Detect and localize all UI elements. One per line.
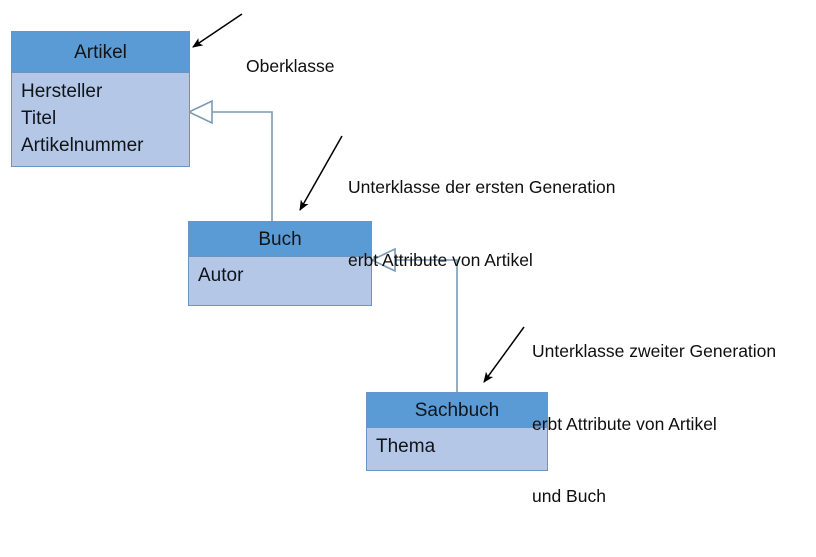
annotation-line: Unterklasse der ersten Generation — [348, 177, 616, 198]
attribute-row: Titel — [21, 108, 57, 130]
attribute-row: Thema — [376, 436, 436, 457]
class-name-sachbuch: Sachbuch — [367, 393, 547, 428]
annotation-arrow-unterklasse-2 — [483, 326, 525, 383]
annotation-unterklasse-zweite-generation: Unterklasse zweiter Generation erbt Attr… — [532, 291, 776, 557]
class-name-buch: Buch — [189, 222, 371, 257]
class-box-artikel[interactable]: Artikel Hersteller Titel Artikelnummer — [11, 31, 190, 167]
annotation-oberklasse: Oberklasse — [246, 6, 335, 127]
generalization-triangle-artikel — [187, 99, 213, 125]
class-name-artikel: Artikel — [12, 32, 189, 73]
annotation-unterklasse-erste-generation: Unterklasse der ersten Generation erbt A… — [348, 127, 616, 320]
class-attributes-artikel: Hersteller Titel Artikelnummer — [12, 73, 189, 166]
class-box-sachbuch[interactable]: Sachbuch Thema — [366, 392, 548, 471]
attribute-row: Hersteller — [21, 81, 103, 102]
class-attributes-sachbuch: Thema — [367, 428, 547, 470]
class-attributes-buch: Autor — [189, 257, 371, 305]
annotation-line: und Buch — [532, 486, 606, 507]
class-box-buch[interactable]: Buch Autor — [188, 221, 372, 306]
annotation-arrow-oberklasse — [192, 13, 243, 48]
annotation-line: Oberklasse — [246, 56, 335, 77]
annotation-line: erbt Attribute von Artikel — [348, 249, 533, 270]
attribute-row: Artikelnummer — [21, 135, 144, 157]
annotation-line: erbt Attribute von Artikel — [532, 413, 717, 434]
annotation-arrow-unterklasse-1 — [299, 135, 343, 211]
attribute-row: Autor — [198, 265, 244, 286]
diagram-canvas: Artikel Hersteller Titel Artikelnummer B… — [11, 6, 777, 507]
annotation-line: Unterklasse zweiter Generation — [532, 341, 777, 362]
